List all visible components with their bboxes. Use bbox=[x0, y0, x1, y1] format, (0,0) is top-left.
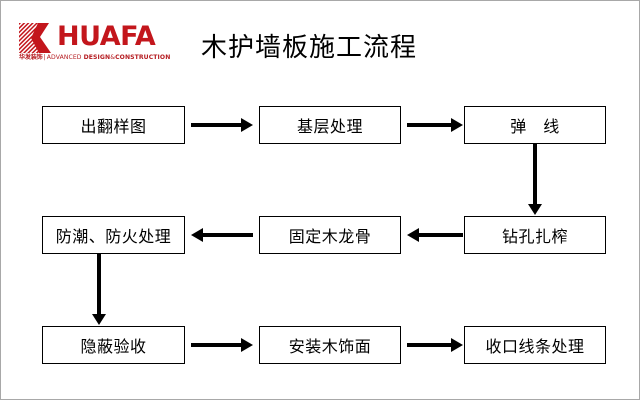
logo-tagline: 华发装饰|ADVANCED DESIGN&CONSTRUCTION bbox=[19, 54, 170, 62]
flow-node-anzhuangmushimian[interactable]: 安装木饰面 bbox=[259, 326, 401, 364]
arrow-shaft bbox=[407, 123, 452, 127]
flow-connector-n7-n8 bbox=[191, 338, 253, 352]
arrow-shaft bbox=[191, 123, 242, 127]
flow-connector-n8-n9 bbox=[407, 338, 463, 352]
logo-tagline-cn: 华发装饰 bbox=[19, 54, 43, 61]
flow-node-chufanyangtu[interactable]: 出翻样图 bbox=[42, 106, 185, 144]
arrow-shaft bbox=[418, 233, 463, 237]
arrow-head bbox=[451, 118, 463, 132]
arrow-head bbox=[241, 118, 253, 132]
flow-connector-n4-n5 bbox=[407, 228, 463, 242]
arrow-shaft bbox=[202, 233, 253, 237]
huafa-k-mark-icon bbox=[19, 23, 51, 53]
arrow-head bbox=[191, 228, 203, 242]
logo-tagline-sep: | bbox=[43, 54, 46, 61]
arrow-shaft bbox=[533, 144, 537, 205]
huafa-logo: HUAFA 华发装饰|ADVANCED DESIGN&CONSTRUCTION bbox=[19, 21, 184, 66]
logo-tagline-construction: CONSTRUCTION bbox=[115, 54, 171, 61]
arrow-head bbox=[241, 338, 253, 352]
logo-tagline-design: DESIGN bbox=[83, 54, 111, 61]
flow-connector-n1-n2 bbox=[191, 118, 253, 132]
arrow-shaft bbox=[97, 254, 101, 315]
flow-node-shoukouxiantiaochuli[interactable]: 收口线条处理 bbox=[464, 326, 606, 364]
arrow-head bbox=[528, 204, 542, 215]
flow-connector-n2-n3 bbox=[407, 118, 463, 132]
arrow-head bbox=[92, 314, 106, 325]
arrow-head bbox=[451, 338, 463, 352]
flow-node-yinbiyanshou[interactable]: 隐蔽验收 bbox=[42, 326, 185, 364]
logo-tagline-amp: & bbox=[110, 54, 116, 61]
flow-node-jicengchuli[interactable]: 基层处理 bbox=[259, 106, 401, 144]
flow-node-tanxian[interactable]: 弹 线 bbox=[464, 106, 606, 144]
flow-connector-n5-n6 bbox=[191, 228, 253, 242]
arrow-shaft bbox=[407, 343, 452, 347]
flow-connector-n6-n7 bbox=[92, 254, 106, 325]
flow-node-gudingmulonggu[interactable]: 固定木龙骨 bbox=[259, 216, 401, 254]
page-title: 木护墙板施工流程 bbox=[201, 33, 418, 63]
flow-node-zuankongzhazha[interactable]: 钻孔扎榨 bbox=[464, 216, 606, 254]
flow-connector-n3-n4 bbox=[528, 144, 542, 215]
logo-wordmark: HUAFA bbox=[57, 21, 156, 52]
logo-tagline-advanced: ADVANCED bbox=[46, 54, 82, 61]
arrow-head bbox=[407, 228, 419, 242]
arrow-shaft bbox=[191, 343, 242, 347]
flow-node-fangchao-fanghuo[interactable]: 防潮、防火处理 bbox=[42, 216, 185, 254]
